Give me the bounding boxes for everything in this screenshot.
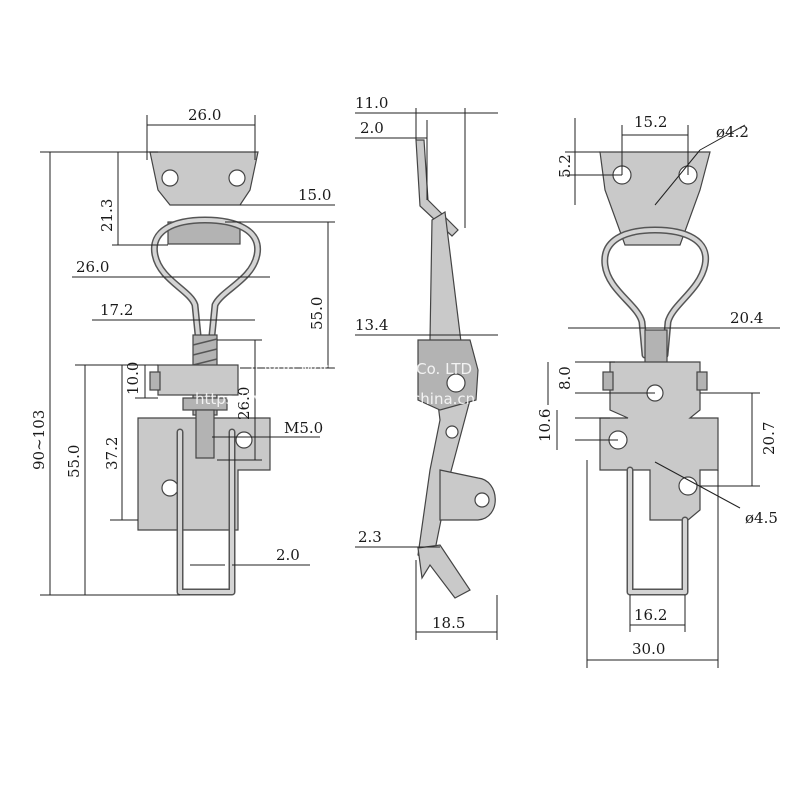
back-hole-offset-label: 5.2 — [556, 154, 574, 178]
front-base-height-label: 37.2 — [103, 437, 121, 470]
front-loop-to-pivot-label: 55.0 — [308, 297, 326, 330]
front-body-height-label: 55.0 — [65, 445, 83, 478]
front-keeper-hole-right — [228, 169, 246, 187]
back-u-bail-inner — [628, 468, 687, 594]
side-pivot-hole — [446, 373, 466, 393]
front-top-width-label: 26.0 — [188, 106, 221, 124]
front-screw-lower — [195, 409, 215, 459]
front-wire-width-label: 26.0 — [76, 258, 109, 276]
back-pivot-pin-left — [602, 371, 614, 391]
front-plate-height-label: 21.3 — [98, 199, 116, 232]
front-pivot-bar — [157, 364, 239, 396]
front-total-height-label: 90~103 — [30, 410, 48, 470]
back-pivot-height-label: 8.0 — [556, 366, 574, 390]
front-screw-length-label: 26.0 — [235, 387, 253, 420]
back-wire-width-label: 20.4 — [730, 309, 763, 327]
back-hole-height-label: 10.6 — [536, 409, 554, 442]
front-thread-label: M5.0 — [284, 419, 323, 437]
side-mount-hole — [474, 492, 490, 508]
watermark-url: https://www.mbhardware.en.china.cn/ — [195, 390, 481, 408]
back-hole-spacing-label: 15.2 — [634, 113, 667, 131]
front-dimension-lines — [40, 115, 335, 596]
side-tip-thickness-label: 2.3 — [358, 528, 382, 546]
front-wire-loop-inner — [152, 218, 260, 337]
side-keeper-plate — [415, 139, 459, 237]
side-view — [415, 139, 496, 599]
front-rod-diameter-label: 2.0 — [276, 546, 300, 564]
back-base-width-label: 30.0 — [632, 640, 665, 658]
back-dimension-lines — [547, 118, 780, 668]
front-keeper-hole-left — [161, 169, 179, 187]
side-lower-hole — [445, 425, 459, 439]
side-plate-thickness-label: 2.0 — [360, 119, 384, 137]
back-base-hole-spacing-label: 16.2 — [634, 606, 667, 624]
front-neck-width-label: 17.2 — [100, 301, 133, 319]
front-loop-width-label: 15.0 — [298, 186, 331, 204]
watermark-company: Jiayun Metal Products Co. LTD — [249, 360, 472, 378]
front-view — [137, 151, 271, 596]
side-lever-depth-label: 13.4 — [355, 316, 388, 334]
side-top-offset-label: 11.0 — [355, 94, 388, 112]
side-dimension-lines — [355, 108, 498, 640]
back-base-hole-right — [678, 476, 698, 496]
back-pivot-pin-right — [696, 371, 708, 391]
front-pivot-pin — [149, 371, 161, 391]
back-screw — [644, 329, 668, 366]
front-u-bail-inner — [178, 430, 234, 594]
back-hole-span-label: 20.7 — [760, 422, 778, 455]
front-screw-offset-label: 10.0 — [124, 362, 142, 395]
side-lever-front — [417, 339, 479, 411]
front-base-hole-upper — [235, 431, 253, 449]
back-view — [599, 151, 719, 596]
back-base-hole-diameter-label: ø4.5 — [745, 509, 778, 527]
front-base-hole-lower — [161, 479, 179, 497]
side-depth-label: 18.5 — [432, 614, 465, 632]
dimension-labels: 26.0 21.3 15.0 26.0 17.2 55.0 90~103 55.… — [30, 94, 778, 658]
front-base-plate — [137, 417, 271, 531]
back-wire-loop-inner — [602, 228, 708, 357]
back-hole-diameter-label: ø4.2 — [716, 123, 749, 141]
side-hook-tip — [417, 544, 471, 599]
